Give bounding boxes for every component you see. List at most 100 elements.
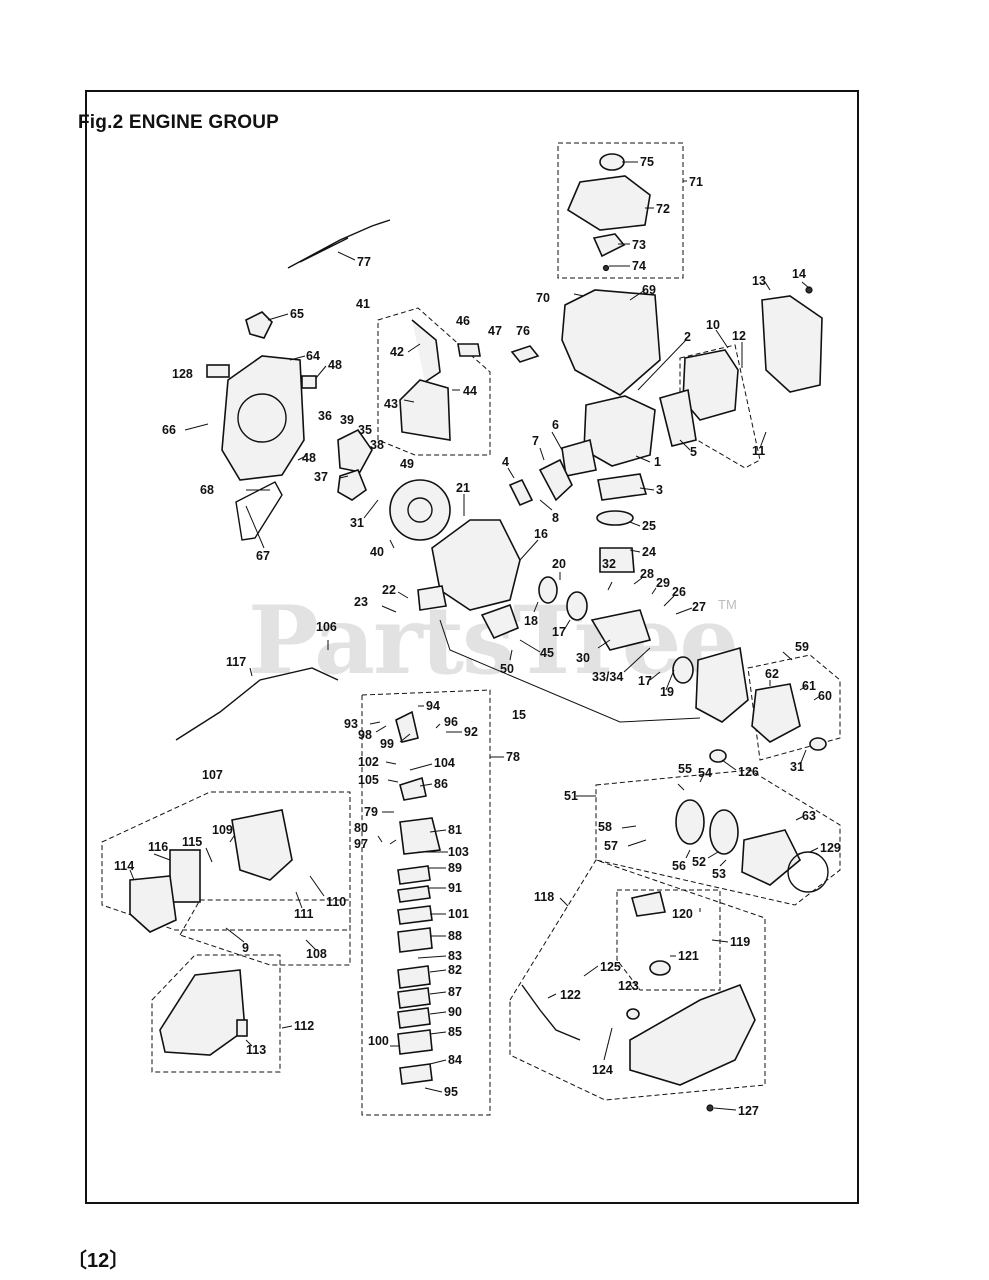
part-label-52: 52 xyxy=(692,855,706,869)
cover-85-shape xyxy=(397,1029,433,1055)
part-illustrations xyxy=(129,153,829,1112)
figure-title: Fig.2 ENGINE GROUP xyxy=(78,112,280,133)
part-label-14: 14 xyxy=(792,267,806,281)
part-label-107: 107 xyxy=(202,768,223,782)
page-number: 〔12〕 xyxy=(67,1250,130,1272)
part-label-98: 98 xyxy=(358,728,372,742)
screw-127-shape xyxy=(706,1104,714,1112)
part-label-72: 72 xyxy=(656,202,670,216)
part-label-37: 37 xyxy=(314,470,328,484)
part-label-117: 117 xyxy=(226,655,246,669)
part-label-50: 50 xyxy=(500,662,514,676)
seal-18-shape xyxy=(538,576,558,604)
part-label-79: 79 xyxy=(364,805,378,819)
strap-67-shape xyxy=(235,481,283,541)
part-label-114: 114 xyxy=(114,859,134,873)
part-label-70: 70 xyxy=(536,291,550,305)
part-label-11: 11 xyxy=(752,444,765,458)
flywheel-40-shape xyxy=(389,479,451,541)
part-label-102: 102 xyxy=(358,755,379,769)
part-label-103: 103 xyxy=(448,845,469,859)
group-71-outline xyxy=(557,142,684,279)
part-label-124: 124 xyxy=(592,1063,613,1077)
part-label-45: 45 xyxy=(540,646,554,660)
gasket-6-shape xyxy=(561,438,597,477)
group-112-outline xyxy=(151,954,281,1073)
part-label-33-34: 33/34 xyxy=(592,670,623,684)
part-label-51: 51 xyxy=(564,789,578,803)
wire-77-shape xyxy=(287,219,391,269)
part-label-62: 62 xyxy=(765,667,779,681)
plug-126-shape xyxy=(709,749,727,763)
crankcase-half-shape xyxy=(695,646,749,723)
part-label-55: 55 xyxy=(678,762,692,776)
bearing-17-shape xyxy=(566,591,588,621)
part-label-67: 67 xyxy=(256,549,270,563)
gasket-84-shape xyxy=(399,1063,433,1085)
part-label-125: 125 xyxy=(600,960,621,974)
part-label-48-upper: 48 xyxy=(328,358,342,372)
spring-52-shape xyxy=(709,809,739,855)
cap-65-shape xyxy=(245,311,273,339)
part-label-16: 16 xyxy=(534,527,548,541)
part-label-93: 93 xyxy=(344,717,358,731)
throttle-cable-117-shape xyxy=(175,667,339,741)
group-78-outline xyxy=(361,689,491,1116)
carb-81-shape xyxy=(399,817,441,855)
tank-cover-72-shape xyxy=(566,175,651,231)
part-label-87: 87 xyxy=(448,985,462,999)
part-label-113: 113 xyxy=(246,1043,266,1057)
part-label-77: 77 xyxy=(357,255,371,269)
part-label-39: 39 xyxy=(340,413,354,427)
part-label-96: 96 xyxy=(444,715,458,729)
spark-plug-76-shape xyxy=(510,345,540,363)
lever-99-shape xyxy=(395,710,419,743)
gasket-5-shape xyxy=(659,388,697,447)
part-label-83: 83 xyxy=(448,949,462,963)
part-label-27: 27 xyxy=(692,600,706,614)
part-label-40: 40 xyxy=(370,545,384,559)
diaphragm-90-shape xyxy=(397,1007,431,1029)
group-118-outline xyxy=(509,859,766,1101)
part-label-69: 69 xyxy=(642,283,656,297)
spark-plug-cap-46-shape xyxy=(457,343,481,357)
part-label-104: 104 xyxy=(434,756,455,770)
part-label-86: 86 xyxy=(434,777,448,791)
crankshaft-30-shape xyxy=(590,609,652,651)
hub-37-shape xyxy=(337,469,367,501)
part-label-13: 13 xyxy=(752,274,766,288)
part-label-110: 110 xyxy=(326,895,346,909)
reel-56-shape xyxy=(675,799,705,845)
part-label-26: 26 xyxy=(672,585,686,599)
group-108-outline xyxy=(179,899,351,966)
part-label-129: 129 xyxy=(820,841,841,855)
part-label-44: 44 xyxy=(463,384,477,398)
part-label-123: 123 xyxy=(618,979,639,993)
part-label-88: 88 xyxy=(448,929,462,943)
cover-112-shape xyxy=(159,969,246,1056)
part-label-22: 22 xyxy=(382,583,396,597)
part-label-128: 128 xyxy=(172,367,193,381)
part-label-60: 60 xyxy=(818,689,832,703)
part-label-76: 76 xyxy=(516,324,530,338)
cover-88-shape xyxy=(397,927,433,953)
part-label-106: 106 xyxy=(316,620,337,634)
part-label-78: 78 xyxy=(506,750,520,764)
part-label-31-right: 31 xyxy=(790,760,804,774)
piston-ring-25-shape xyxy=(596,510,634,526)
part-label-112: 112 xyxy=(294,1019,314,1033)
group-51-outline xyxy=(595,769,841,906)
diagram-frame xyxy=(85,90,859,1204)
part-label-6: 6 xyxy=(552,418,559,432)
part-label-74: 74 xyxy=(632,259,646,273)
cylinder-cover-69-shape xyxy=(561,289,661,396)
gasket-4-shape xyxy=(508,478,534,507)
part-label-119: 119 xyxy=(730,935,750,949)
group-outlines xyxy=(101,142,841,1116)
part-label-108: 108 xyxy=(306,947,327,961)
insulator-7-shape xyxy=(538,458,573,502)
part-label-71: 71 xyxy=(689,175,703,189)
part-label-127: 127 xyxy=(738,1104,759,1118)
